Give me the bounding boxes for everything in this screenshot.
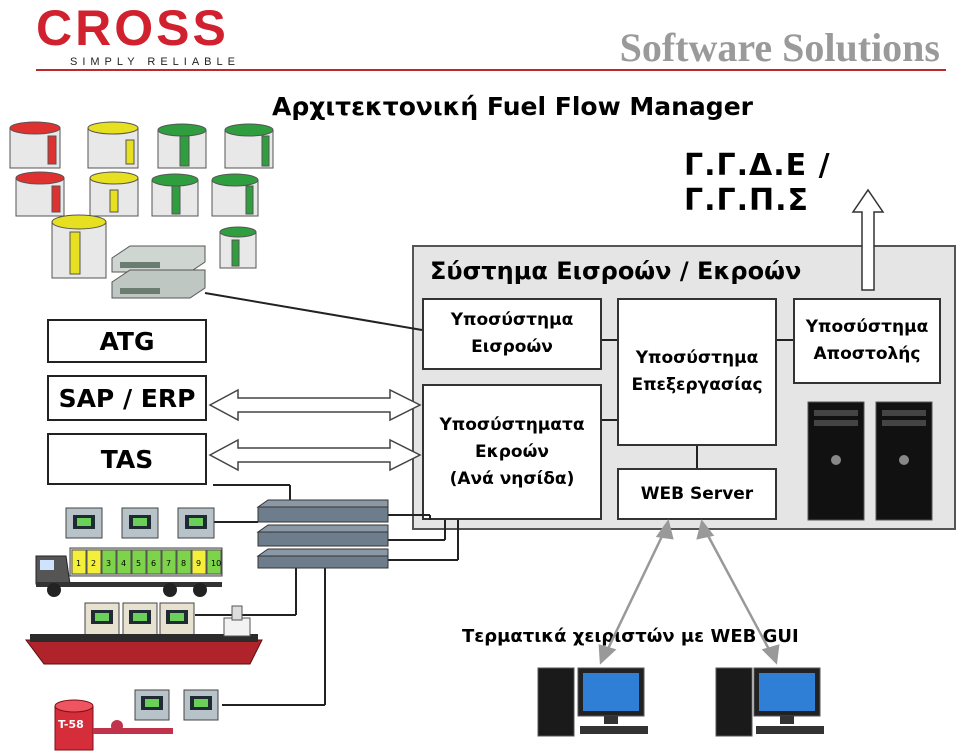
dispatch-line-1: Υποσύστημα	[805, 317, 929, 337]
inputs-line-2: Εισροών	[471, 337, 553, 357]
io-system-title: Σύστημα Εισροών / Εκροών	[430, 257, 802, 285]
tas-double-arrow-icon	[208, 438, 422, 472]
terminals-caption: Τερματικά χειριστών με WEB GUI	[462, 626, 799, 647]
truck-compartments: 1 2 3 4 5 6 7 8 9 10	[71, 549, 222, 575]
truck-compartment-label: 8	[181, 559, 186, 568]
processing-subsystem: Υποσύστημα Επεξεργασίας	[617, 298, 777, 446]
sap-erp-box: SAP / ERP	[47, 375, 207, 421]
tank-t58-label: T-58	[58, 718, 84, 731]
outputs-line-1: Υποσύστηματα	[439, 414, 585, 435]
truck-compartment	[176, 549, 192, 575]
dispenser-heads-ship-icon	[84, 602, 195, 636]
processing-line-1: Υποσύστημα	[635, 348, 759, 368]
outputs-subsystem: Υποσύστηματα Εκροών (Ανά νησίδα)	[422, 384, 602, 520]
truck-compartment-label: 1	[76, 559, 81, 568]
web-server-label: WEB Server	[640, 483, 754, 504]
dispenser-heads-tank-icon	[134, 689, 219, 721]
system-connectors	[195, 292, 793, 706]
tank-gauges-icon	[9, 121, 274, 279]
truck-compartment-label: 5	[136, 559, 141, 568]
tas-label: TAS	[100, 444, 154, 474]
truck-compartment	[191, 549, 207, 575]
sap-erp-label: SAP / ERP	[58, 383, 196, 413]
truck-compartment-label: 7	[166, 559, 171, 568]
operator-workstation-icon	[537, 667, 824, 737]
atg-box: ATG	[47, 319, 207, 363]
inputs-line-1: Υποσύστημα	[450, 310, 574, 330]
sap-double-arrow-icon	[208, 388, 422, 422]
cross-logo: CROSS	[36, 0, 229, 56]
web-gui-arrows	[598, 519, 780, 665]
truck-compartment	[161, 549, 177, 575]
truck-compartment	[146, 549, 162, 575]
atg-label: ATG	[99, 326, 155, 356]
truck-compartment-label: 6	[151, 559, 156, 568]
truck-compartment-label: 10	[211, 559, 221, 568]
tanker-truck-icon: 1 2 3 4 5 6 7 8 9 10	[35, 547, 223, 597]
truck-compartment	[71, 549, 87, 575]
truck-compartment	[131, 549, 147, 575]
tanker-ship-icon	[25, 605, 263, 665]
destination-label: Γ.Γ.Δ.Ε / Γ.Γ.Π.Σ	[684, 148, 831, 218]
truck-compartment	[116, 549, 132, 575]
tas-box: TAS	[47, 433, 207, 485]
outputs-line-3: (Ανά νησίδα)	[449, 468, 575, 489]
logo-tagline: SIMPLY RELIABLE	[70, 56, 240, 68]
dispatch-subsystem: Υποσύστημα Αποστολής	[793, 298, 941, 384]
processing-line-2: Επεξεργασίας	[631, 375, 763, 395]
diagram-title: Αρχιτεκτονική Fuel Flow Manager	[272, 92, 753, 121]
truck-compartment	[101, 549, 117, 575]
truck-compartment-label: 4	[121, 559, 126, 568]
brand-title: Software Solutions	[619, 25, 940, 70]
truck-compartment-label: 9	[196, 559, 201, 568]
network-switch-icon	[256, 499, 389, 569]
dispenser-heads-truck-icon	[65, 507, 215, 539]
dispatch-line-2: Αποστολής	[813, 344, 921, 364]
header-divider	[36, 69, 946, 71]
atg-controller-icon	[111, 245, 206, 299]
truck-compartment	[206, 549, 222, 575]
truck-compartment	[86, 549, 102, 575]
server-tower-icon	[807, 401, 933, 521]
web-server-box: WEB Server	[617, 468, 777, 520]
inputs-subsystem: Υποσύστημα Εισροών	[422, 298, 602, 370]
outputs-line-2: Εκροών	[475, 441, 549, 462]
storage-tank-t58-icon	[54, 699, 173, 751]
truck-compartment-label: 2	[91, 559, 96, 568]
upload-arrow-icon	[851, 188, 885, 291]
truck-compartment-label: 3	[106, 559, 111, 568]
